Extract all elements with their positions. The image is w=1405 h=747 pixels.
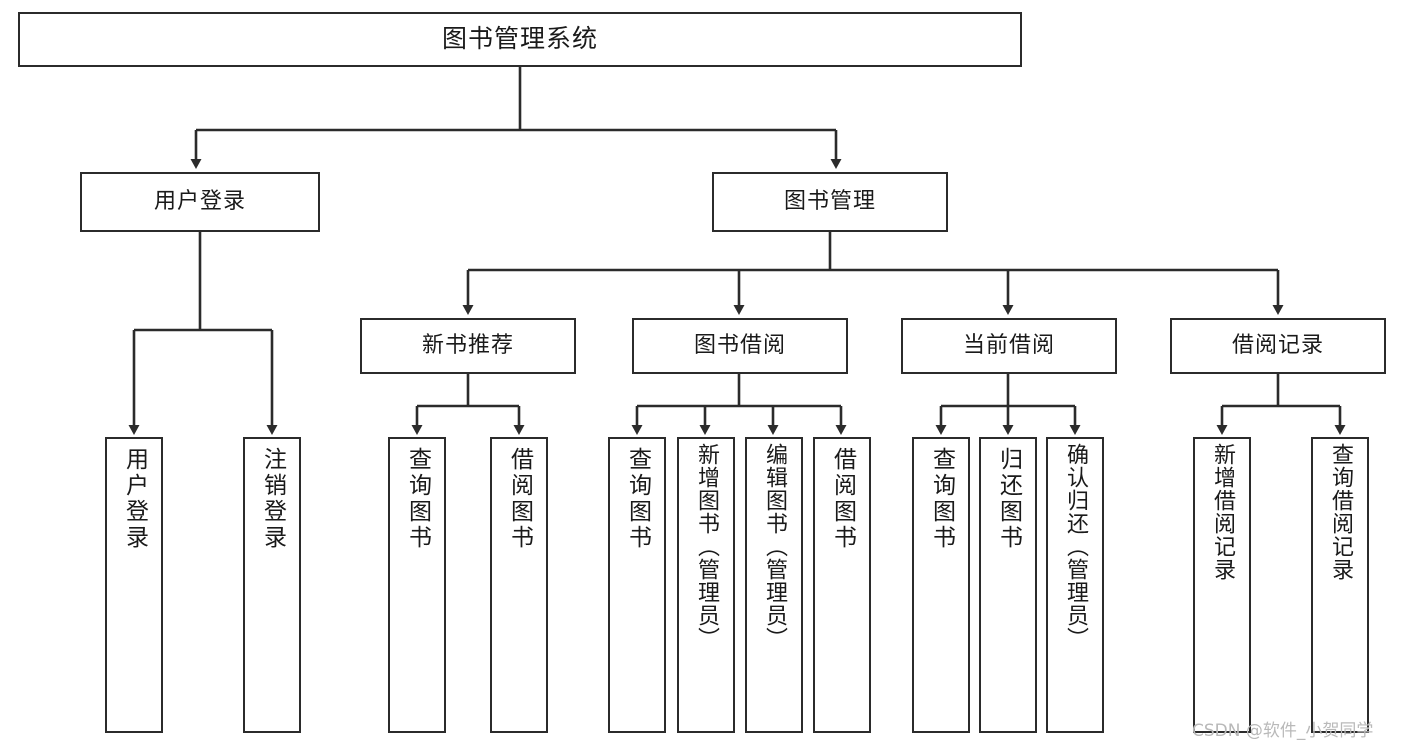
node-new-book-recommend[interactable]: 新书推荐 [360,318,576,374]
node-user-login[interactable]: 用户登录 [80,172,320,232]
node-leaf-query-book-recommend[interactable]: 查询图书 [388,437,446,733]
node-leaf-edit-book-admin-label: 编辑图书（管理员） [762,443,787,650]
node-leaf-confirm-return-admin[interactable]: 确认归还（管理员） [1046,437,1104,733]
node-current-borrow-label: 当前借阅 [962,333,1055,359]
node-borrow-record[interactable]: 借阅记录 [1170,318,1386,374]
node-leaf-borrow-book[interactable]: 借阅图书 [813,437,871,733]
node-leaf-borrow-book-label: 借阅图书 [829,447,856,551]
node-leaf-query-borrow-record-label: 查询借阅记录 [1328,443,1353,581]
node-root-system[interactable]: 图书管理系统 [18,12,1022,67]
node-leaf-confirm-return-admin-label: 确认归还（管理员） [1063,443,1088,650]
node-leaf-add-borrow-record[interactable]: 新增借阅记录 [1193,437,1251,733]
node-current-borrow[interactable]: 当前借阅 [901,318,1117,374]
node-leaf-logout[interactable]: 注销登录 [243,437,301,733]
node-leaf-add-book-admin[interactable]: 新增图书（管理员） [677,437,735,733]
node-leaf-add-book-admin-label: 新增图书（管理员） [694,443,719,650]
node-leaf-return-book-label: 归还图书 [995,447,1022,551]
node-book-borrow[interactable]: 图书借阅 [632,318,848,374]
csdn-watermark: CSDN @软件_小贺同学 [1192,721,1374,741]
node-leaf-query-book-recommend-label: 查询图书 [404,447,431,551]
node-leaf-return-book[interactable]: 归还图书 [979,437,1037,733]
node-leaf-borrow-book-recommend-label: 借阅图书 [506,447,533,551]
node-leaf-query-book-current[interactable]: 查询图书 [912,437,970,733]
node-leaf-query-book-current-label: 查询图书 [928,447,955,551]
node-new-book-recommend-label: 新书推荐 [421,333,514,359]
node-user-login-label: 用户登录 [153,189,246,215]
node-leaf-user-login[interactable]: 用户登录 [105,437,163,733]
node-leaf-query-book-borrow-label: 查询图书 [624,447,651,551]
node-borrow-record-label: 借阅记录 [1231,333,1324,359]
node-book-manage[interactable]: 图书管理 [712,172,948,232]
node-leaf-add-borrow-record-label: 新增借阅记录 [1210,443,1235,581]
node-book-borrow-label: 图书借阅 [693,333,786,359]
node-leaf-logout-label: 注销登录 [259,447,286,551]
node-leaf-query-book-borrow[interactable]: 查询图书 [608,437,666,733]
node-root-system-label: 图书管理系统 [441,24,598,54]
node-book-manage-label: 图书管理 [783,189,876,215]
node-leaf-edit-book-admin[interactable]: 编辑图书（管理员） [745,437,803,733]
node-leaf-user-login-label: 用户登录 [121,447,148,551]
node-leaf-borrow-book-recommend[interactable]: 借阅图书 [490,437,548,733]
node-leaf-query-borrow-record[interactable]: 查询借阅记录 [1311,437,1369,733]
